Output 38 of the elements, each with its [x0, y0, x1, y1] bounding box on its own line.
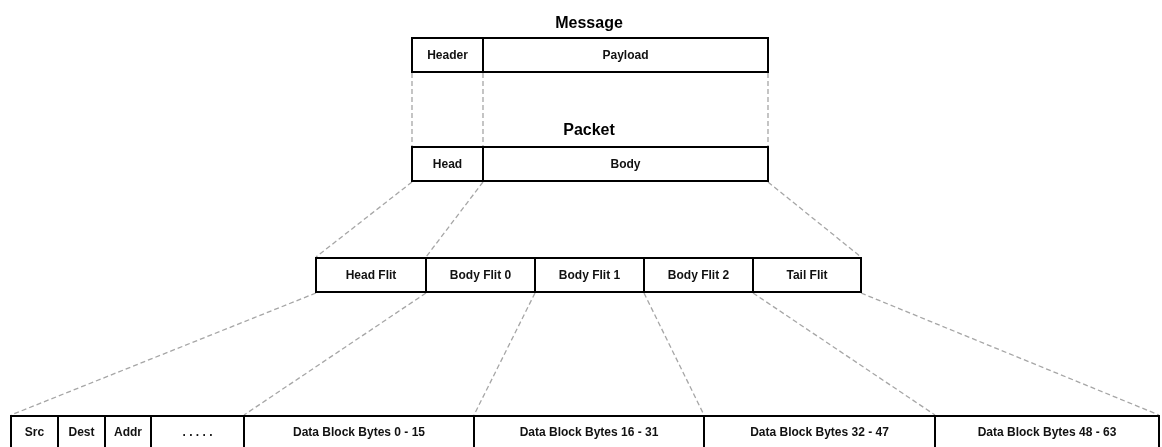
- cell-label: Head: [432, 157, 463, 171]
- field-cell: [411, 37, 484, 73]
- cell-label: Body Flit 0: [449, 268, 512, 282]
- field-cell: [315, 257, 427, 293]
- field-cell: [534, 257, 645, 293]
- cell-label: Data Block Bytes 48 - 63: [977, 425, 1117, 439]
- cell-label: Body: [610, 157, 641, 171]
- cell-label: Addr: [114, 425, 142, 439]
- field-cell: [425, 257, 536, 293]
- dashed-connector: [752, 292, 936, 416]
- cell-label: Src: [24, 425, 45, 439]
- dashed-connector: [482, 72, 484, 147]
- dashed-connector: [243, 292, 427, 416]
- cell-label: Dest: [68, 425, 95, 439]
- field-cell: [411, 146, 484, 182]
- section-heading: Packet: [563, 121, 615, 139]
- cell-label: Data Block Bytes 0 - 15: [292, 425, 426, 439]
- field-cell: [482, 146, 769, 182]
- cell-label: Body Flit 2: [667, 268, 730, 282]
- cell-label: Payload: [602, 48, 649, 62]
- field-cell: [934, 415, 1160, 447]
- cell-label: Body Flit 1: [558, 268, 621, 282]
- cell-label: Header: [427, 48, 468, 62]
- dashed-connector: [411, 72, 413, 147]
- dashed-connector: [425, 181, 484, 258]
- cell-label: . . . . .: [182, 425, 213, 439]
- cell-label: Data Block Bytes 16 - 31: [519, 425, 659, 439]
- cell-label: Tail Flit: [786, 268, 828, 282]
- dashed-connector: [315, 181, 413, 258]
- cell-label: Head Flit: [345, 268, 397, 282]
- field-cell: [643, 257, 754, 293]
- field-cell: [482, 37, 769, 73]
- field-cell: [752, 257, 862, 293]
- dashed-connector: [860, 292, 1160, 416]
- dashed-connector: [767, 181, 862, 258]
- cell-label: Data Block Bytes 32 - 47: [750, 425, 889, 439]
- dashed-connector: [767, 72, 769, 147]
- field-cell: [10, 415, 59, 447]
